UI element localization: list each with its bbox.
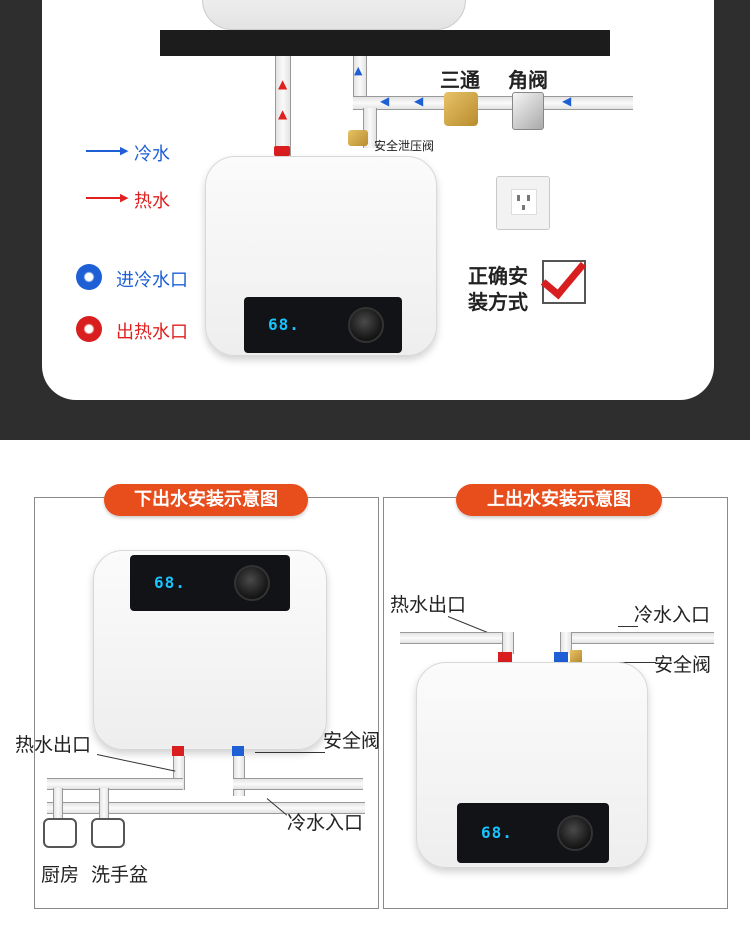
top-outlet-diagram: 热水出口 冷水入口 安全阀 68. [383,497,728,909]
sink-basin [202,0,466,30]
kitchen-faucet-icon [43,818,77,848]
cold-main-pipe [47,802,365,814]
cold-inlet-label: 进冷水口 [116,270,188,291]
hot-connector [172,746,184,756]
relief-pipe [233,778,363,790]
cold-flow-arrow: ▲ [354,64,363,77]
countertop [160,30,610,56]
hot-flow-arrow: ▲ [278,107,288,121]
hot-outlet-label: 热水出口 [390,594,467,616]
hot-legend-arrowhead: ▶ [120,191,129,204]
tee-fitting-icon [444,92,478,126]
kitchen-label: 厨房 [41,864,80,886]
control-panel: 68. [130,555,290,611]
checkmark-icon [540,251,587,304]
cold-inlet-leader [618,626,638,627]
hot-connector [498,652,512,662]
tee-label: 三通 [440,68,480,92]
hot-flow-arrow: ▲ [278,77,288,91]
angle-valve-label: 角阀 [508,68,548,92]
correct-install-line2: 装方式 [468,290,528,314]
cold-inlet-label: 冷水入口 [634,604,711,626]
cold-flow-arrow: ◀ [562,94,572,108]
cold-connector-icon [76,264,102,290]
cold-pipe [560,632,572,654]
cold-legend-arrowhead: ▶ [120,144,129,157]
control-panel: 68. [244,297,402,353]
relief-valve-icon [348,130,368,146]
temperature-display: 68. [481,823,513,842]
safety-valve-label: 安全阀 [323,730,381,752]
control-knob [557,815,593,851]
angle-valve-icon [512,92,544,130]
cold-main-pipe [560,632,714,644]
hot-main-pipe [400,632,512,644]
cold-legend-label: 冷水 [134,144,170,165]
wall-socket-icon [496,176,550,230]
water-heater: 68. [205,156,437,356]
cold-flow-arrow: ◀ [414,94,424,108]
hot-legend-arrow [86,197,124,199]
relief-valve-label: 安全泄压阀 [374,139,435,153]
hot-connector-icon [76,316,102,342]
hot-main-pipe [47,778,183,790]
water-heater: 68. [93,550,327,750]
temperature-display: 68. [268,315,300,334]
hot-outlet-label: 出热水口 [116,322,188,343]
basin-faucet-icon [91,818,125,848]
control-knob [348,307,384,343]
bottom-outlet-title: 下出水安装示意图 [104,484,308,516]
cold-pipe-top [353,56,367,108]
kitchen-pipe [53,788,63,824]
temperature-display: 68. [154,573,186,592]
cold-inlet-label: 冷水入口 [287,812,364,834]
top-install-section: ▲ ▲ ▲ ◀ ◀ ◀ 三通 角阀 安全泄压阀 68. ▶ 冷水 ▶ 热 [0,0,750,440]
hot-outlet-leader [96,754,176,772]
bottom-outlet-diagram: 68. 热水出口 安全阀 冷水入口 厨房 洗手盆 [15,497,381,909]
cold-pipe-horizontal [353,96,633,110]
cold-legend-arrow [86,150,124,152]
cold-flow-arrow: ◀ [380,94,390,108]
water-heater: 68. [416,662,648,868]
hot-connector [274,146,290,156]
top-outlet-title: 上出水安装示意图 [456,484,662,516]
hot-water-pipe [275,56,291,156]
cold-pipe [233,756,245,796]
correct-install-card: ▲ ▲ ▲ ◀ ◀ ◀ 三通 角阀 安全泄压阀 68. ▶ 冷水 ▶ 热 [42,0,714,400]
hot-pipe [502,632,514,654]
basin-label: 洗手盆 [91,864,149,886]
control-panel: 68. [457,803,609,863]
safety-valve-label: 安全阀 [654,654,712,676]
basin-pipe [99,788,109,824]
correct-install-line1: 正确安 [468,264,528,288]
cold-connector [232,746,244,756]
cold-connector [554,652,568,662]
hot-outlet-label: 热水出口 [15,734,92,756]
safety-valve-leader [255,752,325,753]
control-knob [234,565,270,601]
safety-valve-icon [570,650,582,662]
hot-legend-label: 热水 [134,191,170,212]
